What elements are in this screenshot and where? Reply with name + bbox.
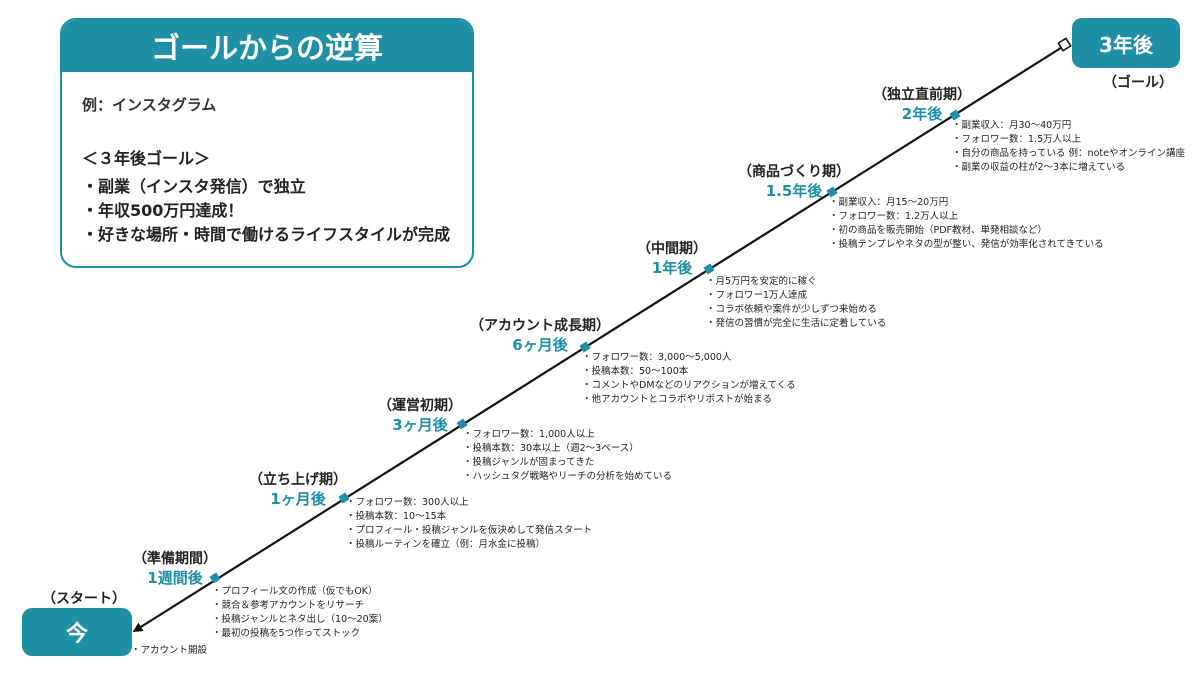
goal-card-example: 例：インスタグラム xyxy=(82,96,217,114)
bullet-item: 最初の投稿を5つ作ってストック xyxy=(212,627,388,641)
milestone-1-year: （中間期） 1年後 xyxy=(637,240,707,278)
start-bullets: アカウント開設 xyxy=(131,644,208,658)
bullet-item: 他アカウントとコラボやリポストが始まる xyxy=(582,393,796,407)
goal-card: ゴールからの逆算 例：インスタグラム ＜３年後ゴール＞ 副業（インスタ発信）で独… xyxy=(60,18,474,268)
start-end-caption: （スタート） xyxy=(42,591,126,607)
bullet-item: 投稿本数：30本以上（週2〜3ペース） xyxy=(463,442,672,456)
bullet-item: フォロワー数：1,000人以上 xyxy=(463,428,672,442)
milestone-1-month: （立ち上げ期） 1ヶ月後 xyxy=(249,471,347,509)
bullet-item: 副業収入：月30〜40万円 xyxy=(952,119,1185,133)
milestone-time: 1ヶ月後 xyxy=(270,490,326,508)
milestone-3-months: （運営初期） 3ヶ月後 xyxy=(378,397,462,435)
bullet-item: フォロワー数：1.2万人以上 xyxy=(829,210,1104,224)
bullet-item: 競合＆参考アカウントをリサーチ xyxy=(212,599,388,613)
bullet-item: 副業の収益の柱が2〜3本に増えている xyxy=(952,161,1185,175)
bullet-item: プロフィール・投稿ジャンルを仮決めして発信スタート xyxy=(346,524,593,538)
bullet-item: フォロワー数：1.5万人以上 xyxy=(952,133,1185,147)
milestone-time: 1年後 xyxy=(651,259,693,277)
marker-3-months xyxy=(456,418,468,430)
goal-end-caption: （ゴール） xyxy=(1103,75,1173,91)
goal-card-title: ゴールからの逆算 xyxy=(62,20,472,72)
milestone-phase: （運営初期） xyxy=(378,398,462,414)
marker-1-year xyxy=(703,263,715,275)
goal-end-box: 3年後 xyxy=(1072,18,1180,68)
goal-card-section-title: ＜３年後ゴール＞ xyxy=(82,149,211,168)
goal-item: 副業（インスタ発信）で独立 xyxy=(82,175,472,199)
marker-2-years xyxy=(949,109,961,121)
bullet-item: 投稿本数：10〜15本 xyxy=(346,510,592,524)
milestone-bullets: 月5万円を安定的に稼ぐ フォロワー1万人達成 コラボ依頼や案件が少しずつ来始める… xyxy=(706,275,887,331)
bullet-item: フォロワー数：300人以上 xyxy=(346,496,592,510)
bullet-item: 初の商品を販売開始（PDF教材、単発相談など） xyxy=(829,224,1104,238)
start-end-box: 今 xyxy=(22,608,132,656)
bullet-item: ハッシュタグ戦略やリーチの分析を始めている xyxy=(463,470,673,484)
milestone-time: 1週間後 xyxy=(147,569,203,587)
milestone-bullets: フォロワー数：1,000人以上 投稿本数：30本以上（週2〜3ペース） 投稿ジャ… xyxy=(463,428,673,484)
bullet-item: アカウント開設 xyxy=(131,644,208,658)
milestone-time: 2年後 xyxy=(901,105,943,123)
goal-marker xyxy=(1057,37,1072,52)
bullet-item: 投稿テンプレやネタの型が整い、発信が効率化されてきている xyxy=(829,238,1104,252)
milestone-time: 3ヶ月後 xyxy=(392,416,448,434)
bullet-item: 投稿ルーティンを確立（例：月水金に投稿） xyxy=(346,538,592,552)
bullet-item: フォロワー1万人達成 xyxy=(706,289,886,303)
milestone-phase: （商品づくり期） xyxy=(738,164,850,180)
bullet-item: 投稿ジャンルが固まってきた xyxy=(463,456,672,470)
bullet-item: コメントやDMなどのリアクションが増えてくる xyxy=(582,379,796,393)
milestone-bullets: 副業収入：月15〜20万円 フォロワー数：1.2万人以上 初の商品を販売開始（P… xyxy=(829,196,1104,252)
bullet-item: プロフィール文の作成（仮でもOK） xyxy=(212,585,388,599)
milestone-time: 6ヶ月後 xyxy=(512,336,568,354)
milestone-phase: （独立直前期） xyxy=(873,87,971,103)
milestone-bullets: 副業収入：月30〜40万円 フォロワー数：1.5万人以上 自分の商品を持っている… xyxy=(952,119,1185,175)
marker-1-week xyxy=(209,572,221,584)
bullet-item: 月5万円を安定的に稼ぐ xyxy=(706,275,886,289)
milestone-phase: （中間期） xyxy=(637,241,707,257)
milestone-time: 1.5年後 xyxy=(765,182,823,200)
bullet-item: コラボ依頼や案件が少しずつ来始める xyxy=(706,303,886,317)
milestone-phase: （立ち上げ期） xyxy=(249,472,347,488)
timeline-markers xyxy=(209,109,961,584)
milestone-1-5-years: （商品づくり期） 1.5年後 xyxy=(738,163,850,201)
goal-item: 年収500万円達成！ xyxy=(82,199,472,223)
bullet-item: 投稿本数：50〜100本 xyxy=(582,365,796,379)
milestone-bullets: プロフィール文の作成（仮でもOK） 競合＆参考アカウントをリサーチ 投稿ジャンル… xyxy=(212,585,388,641)
goal-card-list: 副業（インスタ発信）で独立 年収500万円達成！ 好きな場所・時間で働けるライフ… xyxy=(82,175,472,247)
timeline-arrow xyxy=(132,45,1065,633)
milestone-bullets: フォロワー数：300人以上 投稿本数：10〜15本 プロフィール・投稿ジャンルを… xyxy=(346,496,593,552)
goal-item: 好きな場所・時間で働けるライフスタイルが完成 xyxy=(82,223,472,247)
milestone-phase: （準備期間） xyxy=(133,551,217,567)
bullet-item: 副業収入：月15〜20万円 xyxy=(829,196,1104,210)
milestone-6-months: （アカウント成長期） 6ヶ月後 xyxy=(470,317,610,355)
milestone-2-years: （独立直前期） 2年後 xyxy=(873,86,971,124)
marker-6-months xyxy=(579,341,591,353)
bullet-item: 投稿ジャンルとネタ出し（10〜20案） xyxy=(212,613,388,627)
milestone-phase: （アカウント成長期） xyxy=(470,318,610,334)
bullet-item: 発信の習慣が完全に生活に定着している xyxy=(706,317,887,331)
milestone-bullets: フォロワー数：3,000〜5,000人 投稿本数：50〜100本 コメントやDM… xyxy=(582,351,796,407)
bullet-item: フォロワー数：3,000〜5,000人 xyxy=(582,351,796,365)
marker-1-5-years xyxy=(826,186,838,198)
milestone-1-week: （準備期間） 1週間後 xyxy=(133,550,217,588)
bullet-item: 自分の商品を持っている 例：noteやオンライン講座 xyxy=(952,147,1185,161)
